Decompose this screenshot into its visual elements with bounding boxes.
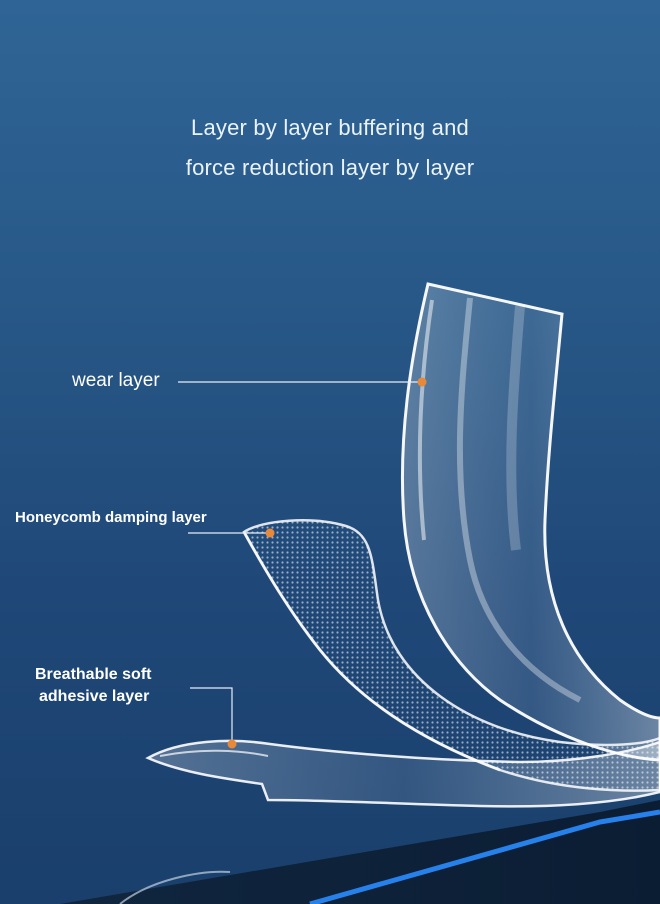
adhesive-marker-dot (227, 739, 237, 749)
adhesive-layer-label: Breathable soft adhesive layer (35, 664, 151, 708)
adhesive-leader-line (190, 687, 233, 744)
device-base (60, 800, 660, 904)
adhesive-label-line-2: adhesive layer (39, 688, 150, 705)
headline-line-1: Layer by layer buffering and (191, 115, 469, 140)
wear-layer-label: wear layer (72, 370, 160, 391)
leader-lines (178, 381, 422, 744)
honeycomb-layer-label: Honeycomb damping layer (15, 509, 207, 526)
headline: Layer by layer buffering and force reduc… (10, 108, 650, 188)
adhesive-layer-shape (145, 739, 660, 808)
wear-layer-shape (400, 282, 660, 762)
adhesive-label-line-1: Breathable soft (35, 666, 152, 683)
markers (227, 377, 427, 749)
honeycomb-marker-dot (265, 528, 275, 538)
headline-line-2: force reduction layer by layer (185, 155, 475, 180)
wear-marker-dot (417, 377, 427, 387)
